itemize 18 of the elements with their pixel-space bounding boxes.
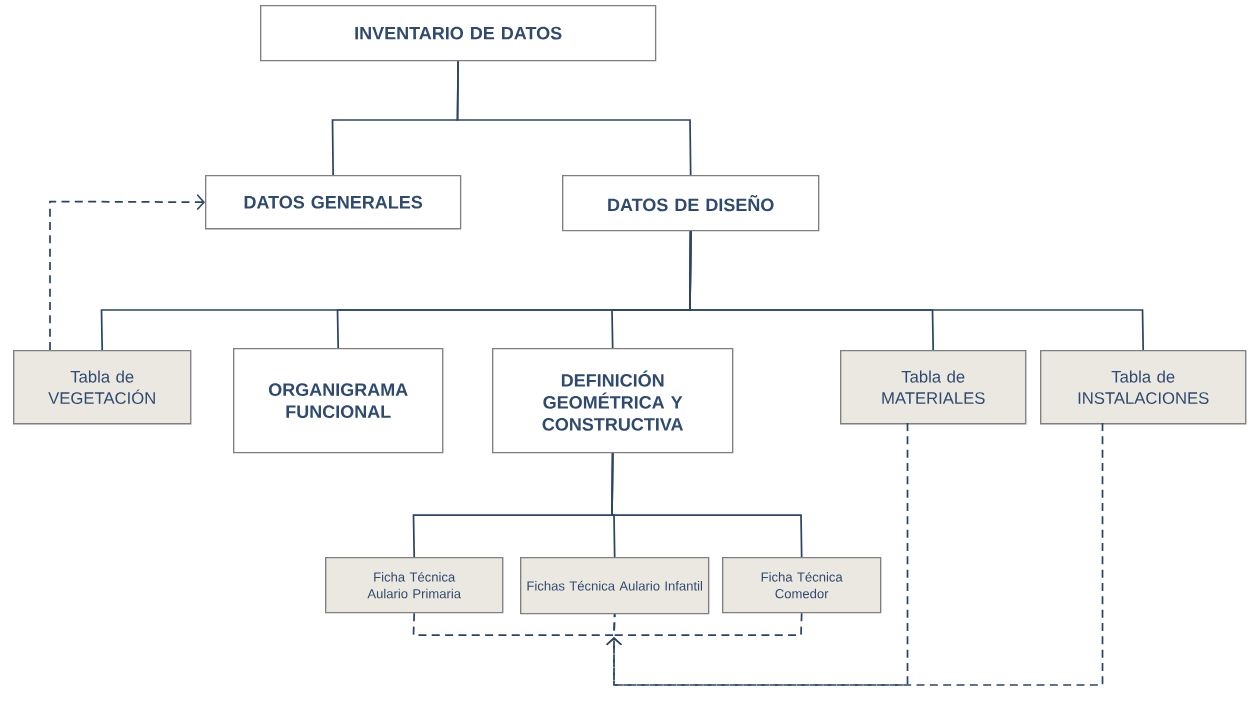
connector-line	[412, 612, 616, 636]
connector-line	[605, 422, 1104, 686]
process-box: DATOS DE DISEÑO	[562, 175, 820, 232]
connector-line	[456, 60, 692, 176]
process-box: DATOS GENERALES	[205, 175, 462, 230]
process-box: Ficha Técnica Comedor	[722, 557, 882, 614]
connector-line	[49, 194, 205, 351]
process-box: Tabla de VEGETACIÓN	[13, 350, 192, 425]
process-box: ORGANIGRAMA FUNCIONAL	[233, 348, 444, 454]
process-box: Fichas Técnica Aulario Infantil	[520, 557, 710, 615]
connector-line	[689, 230, 1145, 351]
process-box: Tabla de INSTALACIONES	[1040, 350, 1247, 425]
connector-line	[611, 452, 803, 558]
connector-line	[613, 612, 803, 636]
process-box: Ficha Técnica Aulario Primaria	[325, 557, 504, 614]
process-box: Tabla de MATERIALES	[840, 350, 1027, 425]
process-box: DEFINICIÓN GEOMÉTRICA Y CONSTRUCTIVA	[492, 348, 734, 454]
process-box: INVENTARIO DE DATOS	[260, 5, 657, 62]
